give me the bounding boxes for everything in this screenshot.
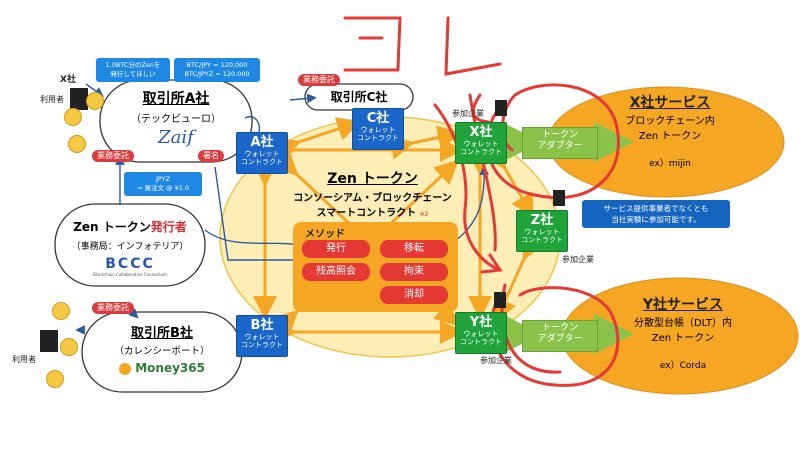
x-service-line2: Zen トークン [638, 131, 702, 142]
issuer-title: Zen トークン [73, 220, 151, 234]
wallet-y[interactable]: Y社 ウォレット コントラクト [455, 312, 507, 354]
wallet-x[interactable]: X社 ウォレット コントラクト [455, 122, 507, 164]
exchange-a: 取引所A社 （テックビューロ） Zaif [100, 88, 252, 148]
issuer-frame [54, 203, 206, 287]
y-service-line1: 分散型台帳（DLT）内 [633, 318, 732, 329]
x-user-label: X社 [60, 75, 76, 85]
wallet-b-sub: ウォレット コントラクト [241, 333, 283, 349]
bccc-logo: BCCC [105, 256, 155, 272]
user-face-icon [68, 135, 86, 153]
money365-text: Money365 [135, 361, 205, 375]
issuer-title-red: 発行者 [150, 220, 187, 234]
exchange-a-title: 取引所A社 [142, 91, 210, 107]
user-face-icon [60, 338, 78, 356]
y-service-line3: ex）Corda [659, 361, 707, 371]
method-issue[interactable]: 発行 [302, 240, 370, 258]
zen-core-line2: コンソーシアム・ブロックチェーン [293, 193, 452, 204]
exchange-b-title: 取引所B社 [131, 326, 193, 341]
wallet-a[interactable]: A社 ウォレット コントラクト [236, 132, 288, 174]
user-face-icon [86, 92, 104, 110]
exchange-a-sub: （テックビューロ） [131, 114, 221, 125]
y-service: Y社サービス 分散型台帳（DLT）内 Zen トークン ex）Corda [608, 294, 758, 371]
zen-core-line3: スマートコントラクト [316, 208, 417, 219]
money365-icon [119, 362, 132, 375]
wallet-c-title: C社 [366, 111, 390, 126]
wallet-z-sub: ウォレット コントラクト [521, 228, 563, 244]
users-label: 利用者 [40, 95, 64, 104]
method-burn[interactable]: 消却 [380, 286, 448, 304]
zen-core-note: ※2 [419, 211, 429, 218]
building-icon [495, 100, 507, 116]
btc-request-callout: 1.0BTC分のZenを 発行してほしい [96, 58, 170, 82]
building-icon [553, 190, 565, 206]
x-service: X社サービス ブロックチェーン内 Zen トークン ex）mijin [600, 92, 740, 169]
method-lock[interactable]: 拘束 [380, 263, 448, 281]
methods-title: メソッド [305, 229, 345, 240]
x-service-title: X社サービス [629, 95, 711, 111]
token-adapter-y[interactable]: トークン アダプター [522, 320, 598, 352]
user-face-icon [64, 108, 82, 126]
wallet-c[interactable]: C社 ウォレット コントラクト [352, 108, 404, 150]
wallet-x-title: X社 [469, 125, 493, 140]
building-icon [40, 330, 58, 352]
exchange-c-title: 取引所C社 [330, 90, 388, 104]
outsource-tag: 業務委託 [298, 74, 340, 86]
rate-callout: BTC/JPY = 120,000 BTC/JPYZ = 120,000 [174, 58, 260, 82]
user-face-icon [52, 302, 70, 320]
participant-label: 参加企業 [480, 356, 512, 365]
wallet-b[interactable]: B社 ウォレット コントラクト [236, 315, 288, 357]
wallet-a-sub: ウォレット コントラクト [241, 150, 283, 166]
building-icon [494, 292, 506, 308]
wallet-y-sub: ウォレット コントラクト [460, 330, 502, 346]
participant-label: 参加企業 [452, 109, 484, 118]
wallet-z-title: Z社 [530, 213, 554, 228]
users-label: 利用者 [12, 355, 36, 364]
exchange-b-sub: （カレンシーポート） [114, 346, 210, 357]
jpyz-callout: JPYZ ⇒ 買注文 @ ¥1.0 [124, 172, 202, 196]
issuer-sub: （事務局：インフォテリア） [71, 242, 189, 252]
wallet-x-sub: ウォレット コントラクト [460, 140, 502, 156]
issuer: Zen トークン発行者 （事務局：インフォテリア） BCCC Blockchai… [55, 218, 205, 277]
participant-label: 参加企業 [562, 255, 594, 264]
wallet-c-sub: ウォレット コントラクト [357, 126, 399, 142]
zaif-logo: Zaif [158, 127, 194, 148]
outsource-tag: 業務委託 [92, 302, 134, 314]
outsource-tag: 業務委託 [92, 150, 134, 162]
wallet-y-title: Y社 [469, 315, 493, 330]
exchange-b: 取引所B社 （カレンシーポート） Money365 [82, 322, 242, 375]
method-transfer[interactable]: 移転 [380, 240, 448, 258]
method-balance[interactable]: 残高照会 [302, 263, 370, 281]
x-service-line1: ブロックチェーン内 [625, 116, 715, 127]
money365-logo: Money365 [82, 361, 242, 375]
sign-tag: 署名 [198, 150, 224, 162]
user-face-icon [46, 370, 64, 388]
zen-core: Zen トークン コンソーシアム・ブロックチェーン スマートコントラクト ※2 [285, 168, 460, 219]
wallet-a-title: A社 [250, 135, 274, 150]
building-icon [70, 88, 88, 110]
y-service-line2: Zen トークン [651, 333, 715, 344]
bccc-logo-sub: Blockchain Collaborative Consortium [93, 272, 167, 277]
token-adapter-x[interactable]: トークン アダプター [522, 127, 598, 159]
y-service-title: Y社サービス [642, 297, 724, 313]
zen-core-title: Zen トークン [327, 171, 418, 187]
wallet-z[interactable]: Z社 ウォレット コントラクト [516, 210, 568, 252]
wallet-b-title: B社 [250, 318, 274, 333]
x-service-line3: ex）mijin [649, 159, 691, 169]
exchange-c: 取引所C社 [305, 88, 413, 105]
z-note-callout: サービス提供事業者でなくとも 当社実験に参加可能です。 [582, 200, 730, 228]
